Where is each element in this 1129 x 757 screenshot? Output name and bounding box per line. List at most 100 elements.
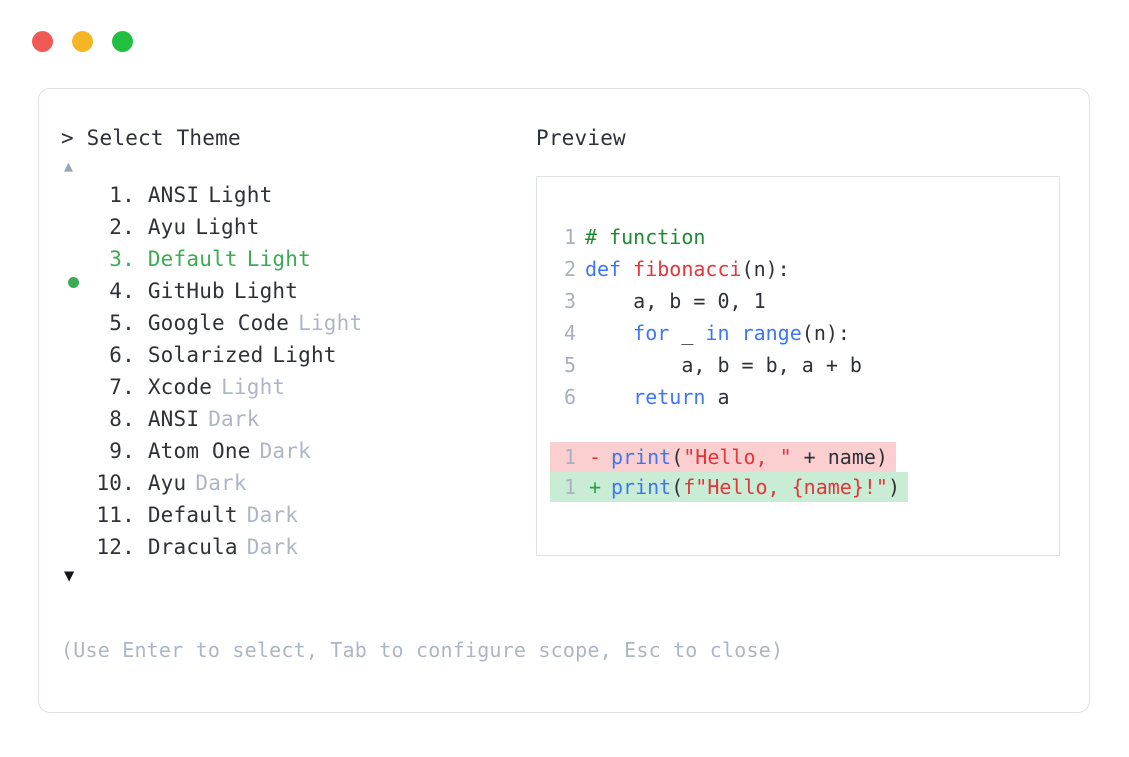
code-token: a bbox=[705, 385, 730, 409]
code-line-number: 6 bbox=[563, 385, 576, 409]
code-line-text: a, b = 0, 1 bbox=[585, 285, 765, 317]
theme-item-index: 9. bbox=[96, 439, 135, 463]
code-token: # function bbox=[585, 225, 706, 249]
theme-list-item[interactable]: 6. Solarized Light bbox=[61, 339, 531, 371]
theme-list-item[interactable]: 7. Xcode Light bbox=[61, 371, 531, 403]
code-token: + name) bbox=[791, 445, 888, 469]
keyboard-hint: (Use Enter to select, Tab to configure s… bbox=[61, 638, 784, 662]
code-token: a, b = b, a + b bbox=[585, 353, 862, 377]
code-line-number: 1 bbox=[563, 225, 576, 249]
code-line: 1 # function bbox=[550, 221, 1053, 253]
code-token: (n): bbox=[801, 321, 850, 345]
theme-item-index: 7. bbox=[96, 375, 135, 399]
theme-list-item[interactable]: 1. ANSI Light bbox=[61, 179, 531, 211]
theme-item-variant: Dark bbox=[195, 471, 247, 495]
code-line-number: 4 bbox=[563, 321, 576, 345]
code-token: fibonacci bbox=[633, 257, 742, 281]
theme-item-name: ANSI bbox=[135, 407, 200, 431]
code-token bbox=[730, 321, 742, 345]
theme-item-variant: Light bbox=[298, 311, 363, 335]
code-line: 5 a, b = b, a + b bbox=[550, 349, 1053, 381]
theme-item-variant: Light bbox=[233, 279, 299, 303]
theme-item-variant: Light bbox=[272, 343, 337, 367]
theme-item-index: 8. bbox=[96, 407, 135, 431]
theme-item-variant: Dark bbox=[246, 535, 299, 559]
theme-item-index: 3. bbox=[96, 247, 135, 271]
diff-line-text: print("Hello, " + name) bbox=[611, 442, 896, 472]
close-dot[interactable] bbox=[32, 31, 53, 52]
theme-item-name: Google Code bbox=[135, 311, 290, 335]
code-token: f"Hello, {name}!" bbox=[683, 475, 888, 499]
scroll-down-icon[interactable]: ▼ bbox=[64, 566, 75, 586]
theme-item-index: 1. bbox=[96, 183, 135, 207]
code-token: print bbox=[611, 475, 672, 499]
code-line-number: 5 bbox=[563, 353, 576, 377]
code-token: print bbox=[611, 445, 672, 469]
diff-line-number: 1 bbox=[563, 475, 576, 499]
theme-item-variant: Dark bbox=[208, 407, 260, 431]
code-line: 3 a, b = 0, 1 bbox=[550, 285, 1053, 317]
code-line-number: 3 bbox=[563, 289, 576, 313]
theme-list-item[interactable]: 2. Ayu Light bbox=[61, 211, 531, 243]
maximize-dot[interactable] bbox=[112, 31, 133, 52]
theme-item-index: 12. bbox=[96, 535, 135, 559]
theme-item-index: 2. bbox=[96, 215, 135, 239]
code-line-text: a, b = b, a + b bbox=[585, 349, 862, 381]
theme-list-item[interactable]: 8. ANSI Dark bbox=[61, 403, 531, 435]
code-token: ( bbox=[671, 475, 684, 499]
theme-item-index: 4. bbox=[96, 279, 135, 303]
theme-item-name: GitHub bbox=[135, 279, 225, 303]
code-line: 4 for _ in range(n): bbox=[550, 317, 1053, 349]
code-line-text: return a bbox=[585, 381, 730, 413]
theme-item-name: Solarized bbox=[135, 343, 264, 367]
code-token: (n): bbox=[741, 257, 790, 281]
code-token bbox=[585, 385, 633, 409]
theme-item-name: Default bbox=[135, 503, 238, 527]
diff-sign: + bbox=[588, 475, 602, 499]
theme-item-name: Ayu bbox=[135, 215, 187, 239]
theme-list-item[interactable]: 12. Dracula Dark bbox=[61, 531, 531, 563]
diff-line-text: print(f"Hello, {name}!") bbox=[611, 472, 908, 502]
theme-item-index: 6. bbox=[96, 343, 135, 367]
theme-list-item[interactable]: 4. GitHub Light bbox=[61, 275, 531, 307]
theme-item-name: Default bbox=[135, 247, 238, 271]
minimize-dot[interactable] bbox=[72, 31, 93, 52]
code-token: def bbox=[585, 257, 634, 281]
theme-item-name: Xcode bbox=[135, 375, 213, 399]
selected-bullet-icon bbox=[68, 277, 79, 288]
code-token: _ bbox=[669, 321, 706, 345]
theme-item-variant: Dark bbox=[259, 439, 311, 463]
diff-sample: 1-print("Hello, " + name)1+print(f"Hello… bbox=[550, 442, 1053, 502]
theme-list-item[interactable]: 9. Atom One Dark bbox=[61, 435, 531, 467]
code-line-text: for _ in range(n): bbox=[585, 317, 850, 349]
code-line-number: 2 bbox=[563, 257, 576, 281]
theme-item-name: Atom One bbox=[135, 439, 251, 463]
theme-item-variant: Dark bbox=[246, 503, 299, 527]
scroll-up-icon[interactable]: ▲ bbox=[64, 157, 74, 175]
theme-item-variant: Light bbox=[208, 183, 273, 207]
window-traffic-lights bbox=[32, 31, 133, 52]
code-token: for bbox=[633, 321, 670, 345]
theme-item-name: Dracula bbox=[135, 535, 238, 559]
code-line-text: # function bbox=[585, 221, 705, 253]
code-token: in bbox=[705, 321, 730, 345]
theme-item-name: ANSI bbox=[135, 183, 200, 207]
theme-item-variant: Light bbox=[195, 215, 260, 239]
theme-item-variant: Light bbox=[221, 375, 286, 399]
code-token: ) bbox=[887, 475, 901, 499]
code-line: 6 return a bbox=[550, 381, 1053, 413]
code-token bbox=[585, 321, 633, 345]
code-token: ( bbox=[671, 445, 684, 469]
code-line-text: def fibonacci(n): bbox=[585, 253, 790, 285]
